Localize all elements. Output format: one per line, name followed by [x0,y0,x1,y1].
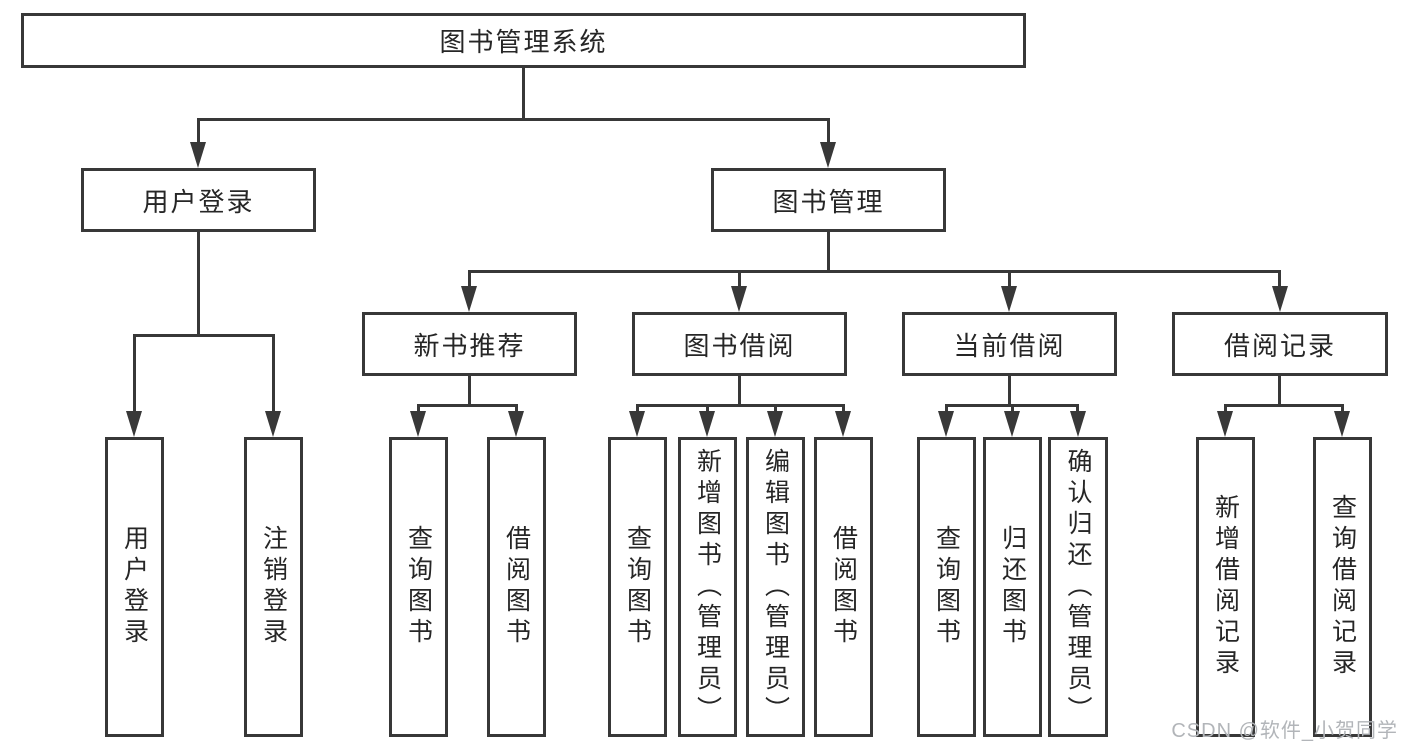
node-leaf-confirm-return-admin: 确认归还（管理员） [1048,437,1108,737]
connector-shaft-leaf [1076,404,1079,414]
node-leaf-query-borrow-record: 查询借阅记录 [1313,437,1372,737]
node-leaf-query-books-current: 查询图书 [917,437,976,737]
node-leaf-borrow-books-recommend: 借阅图书 [487,437,546,737]
arrowhead-down-icon [820,142,836,168]
arrowhead-down-icon [1272,286,1288,312]
node-leaf-add-borrow-record: 新增借阅记录 [1196,437,1255,737]
node-leaf-edit-books-admin: 编辑图书（管理员） [746,437,805,737]
connector-level3-rail [468,270,1281,273]
arrowhead-down-icon [508,411,524,437]
arrowhead-down-icon [1001,286,1017,312]
connector-shaft-leaf [1341,404,1344,414]
connector-user-login-stub [197,232,200,337]
arrowhead-down-icon [265,411,281,437]
connector-shaft-leaf [706,404,709,414]
node-book-management: 图书管理 [711,168,946,232]
connector-shaft-leaf [945,404,948,414]
node-leaf-borrow-books: 借阅图书 [814,437,873,737]
node-current-borrow: 当前借阅 [902,312,1117,376]
connector-level2-rail [197,118,830,121]
connector-shaft-new-book [468,270,471,292]
node-leaf-return-books: 归还图书 [983,437,1042,737]
connector-shaft-leaf [636,404,639,414]
connector-shaft-leaf [1011,404,1014,414]
connector-new-book-rail [417,404,518,407]
connector-shaft-book-management [827,118,830,148]
connector-shaft-borrow-records [1278,270,1281,292]
connector-shaft-leaf [774,404,777,414]
connector-book-borrow-stub [738,376,741,407]
arrowhead-down-icon [1334,411,1350,437]
arrowhead-down-icon [731,286,747,312]
connector-book-management-stub [827,232,830,273]
connector-borrow-records-stub [1278,376,1281,407]
arrowhead-down-icon [410,411,426,437]
node-borrow-records: 借阅记录 [1172,312,1388,376]
connector-current-borrow-stub [1008,376,1011,407]
node-leaf-add-books-admin: 新增图书（管理员） [678,437,737,737]
node-user-login: 用户登录 [81,168,316,232]
arrowhead-down-icon [699,411,715,437]
node-root-library-system: 图书管理系统 [21,13,1026,68]
arrowhead-down-icon [1004,411,1020,437]
connector-shaft-leaf [133,334,136,414]
arrowhead-down-icon [190,142,206,168]
connector-book-borrow-rail [636,404,845,407]
node-book-borrow: 图书借阅 [632,312,847,376]
connector-user-login-rail [133,334,275,337]
node-leaf-logout: 注销登录 [244,437,303,737]
arrowhead-down-icon [835,411,851,437]
arrowhead-down-icon [767,411,783,437]
arrowhead-down-icon [1070,411,1086,437]
arrowhead-down-icon [938,411,954,437]
node-leaf-user-login: 用户登录 [105,437,164,737]
connector-shaft-leaf [417,404,420,414]
connector-root-stub [522,68,525,120]
connector-shaft-leaf [842,404,845,414]
connector-shaft-leaf [272,334,275,414]
arrowhead-down-icon [126,411,142,437]
connector-shaft-leaf [515,404,518,414]
arrowhead-down-icon [629,411,645,437]
connector-borrow-records-rail [1224,404,1344,407]
connector-new-book-stub [468,376,471,407]
arrowhead-down-icon [461,286,477,312]
arrowhead-down-icon [1217,411,1233,437]
node-leaf-query-books-recommend: 查询图书 [389,437,448,737]
connector-shaft-current-borrow [1008,270,1011,292]
node-new-book-recommend: 新书推荐 [362,312,577,376]
node-leaf-query-books-borrow: 查询图书 [608,437,667,737]
connector-shaft-user-login [197,118,200,148]
connector-shaft-leaf [1224,404,1227,414]
connector-shaft-book-borrow [738,270,741,292]
csdn-watermark: CSDN @软件_小贺同学 [1171,720,1398,742]
